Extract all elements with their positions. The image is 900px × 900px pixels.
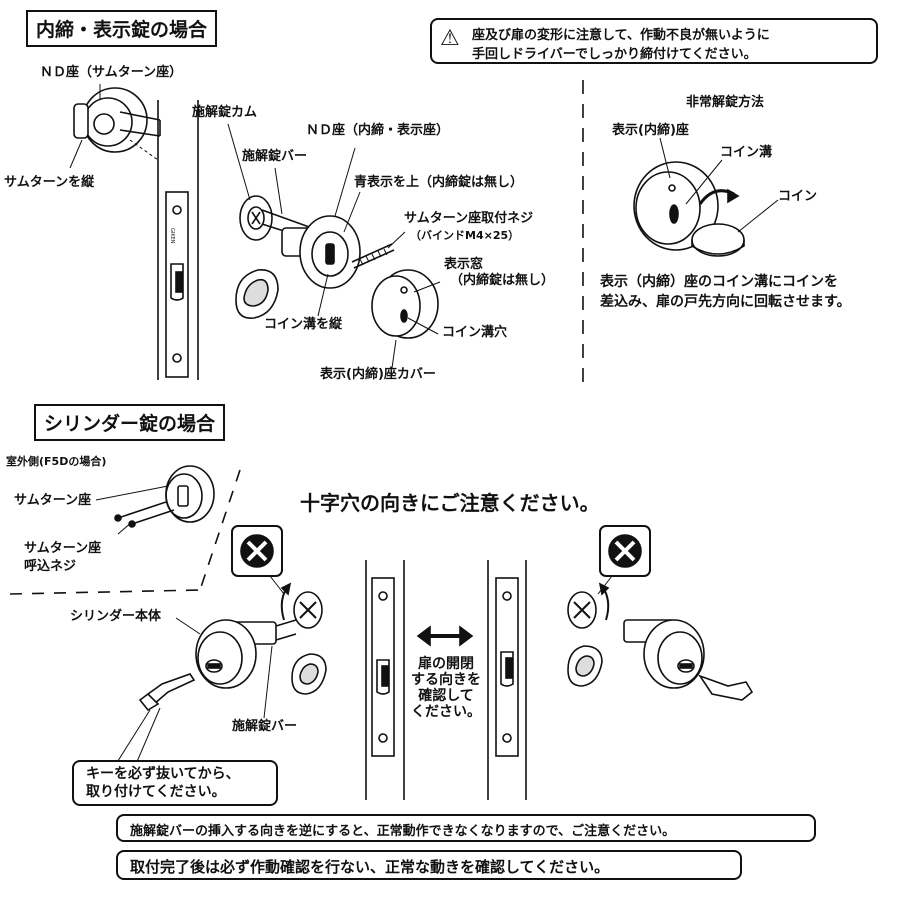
key-note-line-2: 取り付けてください。 [86,784,226,801]
wall-edge-line [9,589,201,595]
warning-triangle-icon: ⚠ [440,26,460,51]
label-blue-up: 青表示を上（内締錠は無し） [354,175,524,190]
label-thumb-seat: サムターン座 [14,493,92,508]
door-edge-right-center [487,560,527,800]
label-cylinder-bar: 施解錠バー [232,719,298,734]
label-bar: 施解錠バー [242,149,308,164]
mounting-screw-illustration [351,243,395,269]
double-arrow-icon [416,625,474,647]
leader-line [69,139,83,169]
leader-line [343,191,361,233]
leader-line [263,645,273,719]
latch-piece-top [235,269,279,319]
cross-hole-detail-left [231,525,323,629]
leader-line [387,231,406,249]
indicator-seat-cover-illustration [371,269,439,339]
label-indicator-seat: 表示(内締)座 [612,123,689,138]
emergency-unlock-illustration [633,161,745,257]
latch-piece-bottom [291,653,327,695]
leader-line [685,159,723,205]
reverse-insert-warning: 施解錠バーの挿入する向きを逆にすると、正常動作できなくなりますので、ご注意くださ… [116,814,816,842]
door-direction-line-2: する向きを [411,672,481,689]
label-screw-spec: （バインドM4×25） [410,229,520,242]
key-note-box: キーを必ず抜いてから、 取り付けてください。 [72,760,278,806]
cross-hole-heading: 十字穴の向きにご注意ください。 [300,491,600,515]
nd-thumb-turn-seat-illustration [73,87,161,153]
label-coin-groove: コイン溝 [720,145,773,160]
label-coin-vertical: コイン溝を縦 [264,317,343,332]
emergency-title: 非常解錠方法 [686,95,765,110]
confirm-operation-note: 取付完了後は必ず作動確認を行ない、正常な動きを確認してください。 [116,850,742,880]
leader-line [274,167,283,215]
door-direction-line-4: ください。 [411,704,481,721]
leader-line [737,199,779,233]
leader-line [95,485,169,501]
label-nd-indicator-seat: ＮＤ座（内締・表示座） [306,123,450,138]
door-direction-line-3: 確認して [418,688,474,705]
leader-line [227,123,251,201]
outdoor-thumb-seat-illustration [114,465,215,528]
label-coin: コイン [778,189,818,204]
label-window: 表示窓 [444,257,484,272]
label-cover: 表示(内締)座カバー [320,367,436,382]
section-title-cylinder: シリンダー錠の場合 [34,404,226,441]
leader-line [175,617,201,635]
door-direction-note: 扉の開閉 する向きを 確認して ください。 [410,656,482,720]
emergency-desc-2: 差込み、扉の戸先方向に回転させます。 [600,294,851,310]
leader-line [317,273,329,317]
emergency-desc-1: 表示（内締）座のコイン溝にコインを [600,274,838,290]
label-window-note: （内締錠は無し） [450,273,555,288]
latch-piece-bottom-right [567,645,603,687]
label-thumb-vertical: サムターンを縦 [4,175,95,190]
leader-line [115,709,151,765]
label-nd-thumb-seat: ＮＤ座（サムターン座） [40,65,183,80]
cam-and-bar-illustration [239,195,313,241]
leader-line [391,339,397,369]
leader-line [117,521,133,535]
label-call-screw-1: サムターン座 [24,541,102,556]
caution-line-1: 座及び扉の変形に注意して、作動不良が無いように [472,28,770,43]
section-title-bolt: 内締・表示錠の場合 [26,10,218,47]
leader-line [135,707,161,765]
caution-box: ⚠ 座及び扉の変形に注意して、作動不良が無いように 手回しドライバーでしっかり締… [430,18,878,64]
cylinder-body-right-illustration [623,619,754,701]
cross-hole-detail-right [567,525,651,629]
caution-line-2: 手回しドライバーでしっかり締付けてください。 [472,47,757,62]
label-call-screw-2: 呼込ネジ [24,559,77,574]
leader-line [659,137,671,179]
leader-line [334,147,356,217]
label-cam: 施解錠カム [192,105,258,120]
cylinder-body-illustration [195,619,297,689]
label-screw: サムターン座取付ネジ [404,211,534,226]
label-cylinder-body: シリンダー本体 [70,609,162,624]
brand-mark-top: GIKEN [169,228,175,244]
door-direction-line-1: 扉の開閉 [418,656,474,672]
leader-line [407,317,439,335]
key-note-line-1: キーを必ず抜いてから、 [86,766,240,782]
key-illustration [138,673,196,712]
label-outdoor: 室外側(F5Dの場合) [6,455,107,468]
door-edge-top [157,100,199,380]
door-edge-left-center [365,560,405,800]
nd-indicator-seat-illustration [281,215,361,289]
leader-line [413,281,441,293]
label-coin-hole: コイン溝穴 [442,325,508,340]
